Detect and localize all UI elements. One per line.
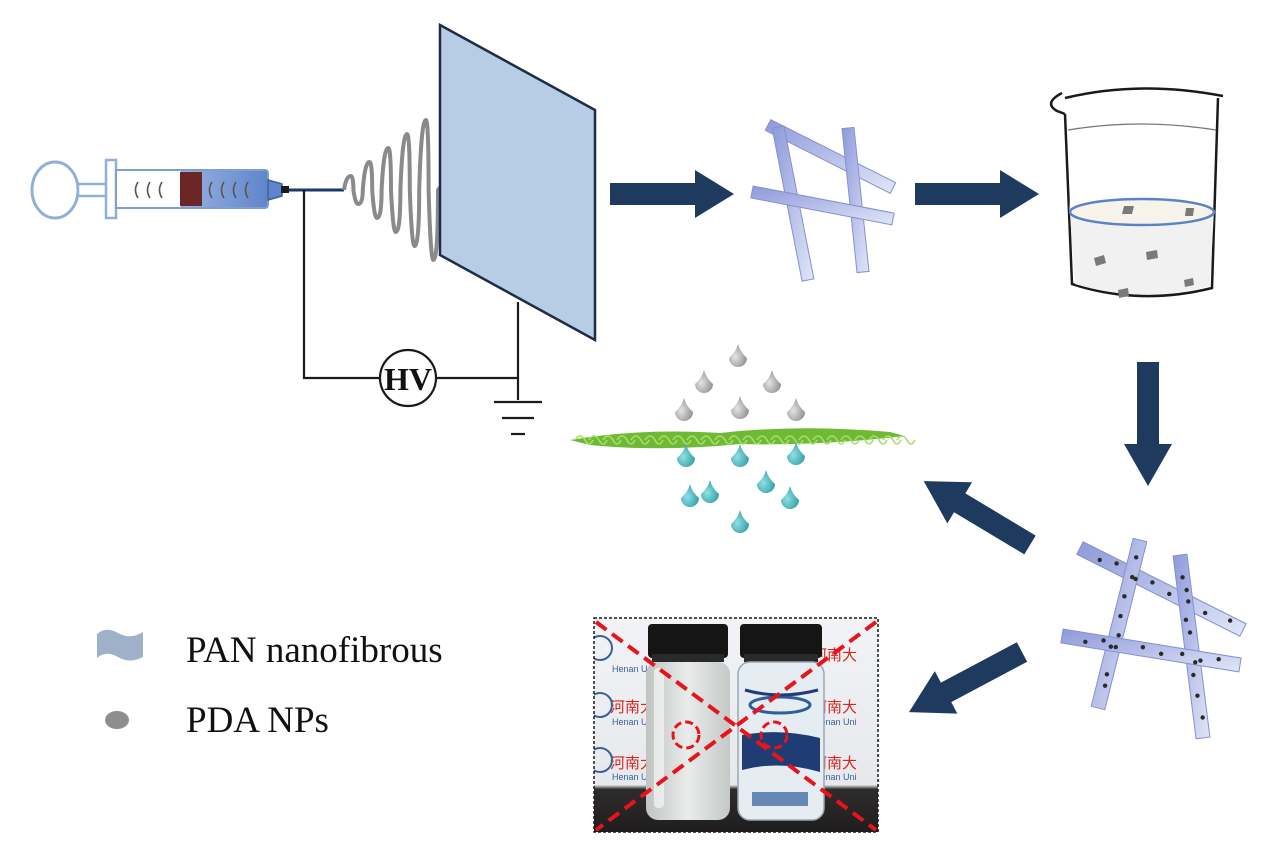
pda-particle: [1187, 630, 1193, 635]
pda-particle: [1183, 617, 1189, 623]
bg-text-en-1: Henan Uni: [612, 717, 655, 727]
pda-particle: [1191, 672, 1196, 678]
circuit-wires: [302, 190, 520, 400]
pda-particle: [1133, 576, 1138, 582]
pda-particle: [1122, 594, 1127, 599]
pda-particle: [1184, 587, 1189, 593]
pda-particle: [1083, 639, 1088, 645]
taylor-jet: [342, 117, 487, 263]
arrow-to-photo: [908, 642, 1028, 714]
droplet-icon: [677, 444, 695, 467]
bg-text-en-2: Henan Uni: [814, 717, 857, 727]
pda-particle: [1158, 651, 1164, 657]
pda-particle: [1116, 633, 1121, 638]
droplet-icon: [763, 370, 781, 393]
bg-text-cn-3: 河南大: [610, 755, 655, 772]
droplet-icon: [757, 470, 775, 493]
droplet-icon: [787, 398, 805, 421]
droplet-icon: [701, 480, 719, 503]
pda-particle: [1195, 693, 1200, 698]
power-supply-label: HV: [384, 361, 432, 397]
process-arrows: [610, 170, 1172, 714]
pda-particle: [1101, 638, 1106, 643]
legend-label-fiber: PAN nanofibrous: [186, 630, 443, 671]
droplet-icon: [681, 484, 699, 507]
fiber-wave-icon: [97, 629, 143, 661]
ground-icon: [494, 400, 542, 436]
pda-particle: [1167, 591, 1172, 597]
pda-particle: [1114, 561, 1119, 566]
droplet-icon: [787, 442, 805, 465]
arrow-right-1: [610, 170, 734, 218]
pda-particle: [1198, 658, 1203, 663]
pda-particle: [1150, 580, 1155, 585]
legend-item-fiber: PAN nanofibrous: [97, 629, 443, 671]
droplet-icon: [675, 398, 693, 421]
pda-particle: [1216, 656, 1221, 662]
particle-dot-icon: [105, 711, 129, 729]
droplet-icon: [729, 344, 747, 367]
pda-flakes: [1094, 206, 1194, 298]
droplet-icon: [781, 486, 799, 509]
water-droplets: [677, 442, 805, 533]
highlight-circles: [671, 720, 789, 750]
arrow-to-membrane: [923, 481, 1036, 555]
pda-particle: [1186, 599, 1191, 604]
collector-plate: [438, 22, 597, 343]
separation-membrane: [570, 344, 916, 533]
fiber-strand: [1172, 553, 1211, 740]
pda-particle: [1102, 683, 1108, 688]
pan-fibers-with-pda: [1060, 537, 1247, 740]
bg-text-en-3: Henan Uni: [612, 772, 655, 782]
bg-text-en-4: Henan Uni: [814, 772, 857, 782]
electrospinning-setup: HV: [30, 22, 597, 436]
pda-particle: [1104, 672, 1110, 677]
vial-clear: [737, 624, 825, 821]
legend-label-particle: PDA NPs: [186, 700, 329, 741]
syringe: [30, 158, 344, 220]
invalid-cross-icon: [594, 620, 878, 832]
arrow-right-2: [915, 170, 1039, 218]
pda-particle: [1202, 610, 1208, 616]
legend-item-particle: PDA NPs: [105, 700, 329, 741]
legend: PAN nanofibrous PDA NPs: [97, 629, 443, 741]
droplet-icon: [695, 370, 713, 393]
membrane-layer: [570, 428, 916, 449]
bg-text-cn-1: 河南大: [610, 699, 655, 716]
fiber-strand: [1060, 628, 1242, 673]
photo-background-text-en: Henan Uni Henan Uni Henan Uni Henan Uni …: [612, 664, 857, 782]
pda-particle: [1140, 644, 1146, 650]
pda-particle: [1180, 575, 1185, 580]
pda-particle: [1133, 555, 1139, 560]
beaker: [1049, 87, 1224, 298]
pda-particle: [1193, 660, 1198, 665]
pda-particle: [1097, 557, 1102, 563]
pda-particle: [1118, 613, 1123, 619]
pan-fibers-plain: [750, 118, 897, 282]
fiber-strand: [841, 126, 870, 274]
bg-text-en-5: Henan Uni: [612, 664, 655, 674]
fiber-strand: [1076, 541, 1247, 637]
pda-particle: [1113, 644, 1118, 650]
oil-droplets: [675, 344, 805, 421]
power-supply: HV: [378, 348, 438, 408]
pda-particle: [1200, 715, 1205, 720]
droplet-icon: [731, 396, 749, 419]
pda-particle: [1180, 651, 1185, 657]
droplet-icon: [731, 444, 749, 467]
arrow-down: [1124, 362, 1172, 486]
droplet-icon: [731, 510, 749, 533]
pda-particle: [1227, 618, 1233, 623]
vials-photo: 河南大 河南大 河南大 河南大 河南大 Henan Uni Henan Uni …: [593, 617, 879, 833]
fiber-strand: [750, 185, 895, 226]
pda-particle: [1108, 644, 1114, 649]
vial-turbid: [646, 624, 730, 820]
pda-particle: [1130, 574, 1135, 580]
